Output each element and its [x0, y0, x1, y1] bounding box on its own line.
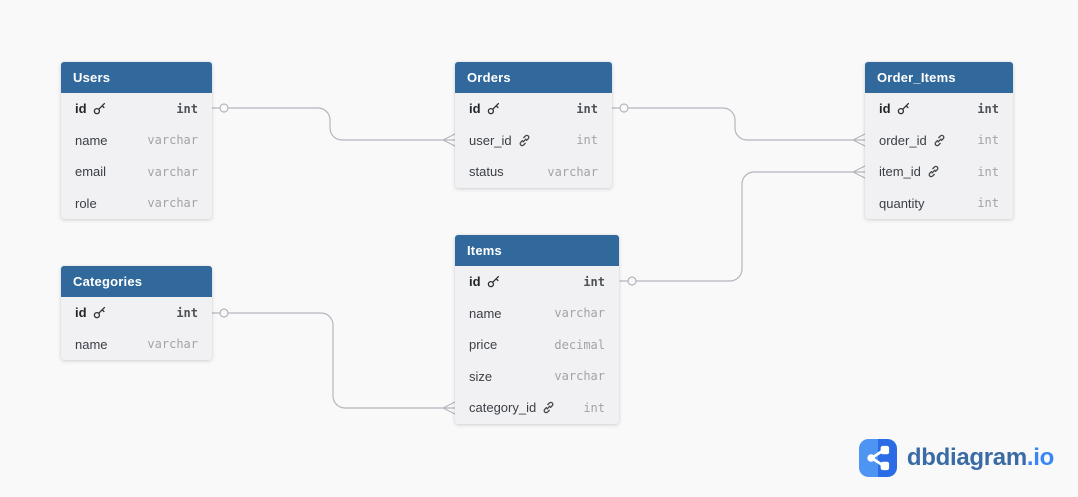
field-name: size: [469, 368, 493, 384]
link-icon: [933, 134, 946, 147]
table-body: id int user_id int status varchar: [455, 93, 612, 188]
key-icon: [93, 102, 106, 115]
table-header-users[interactable]: Users: [61, 62, 212, 93]
table-title: Order_Items: [877, 70, 956, 85]
field-name: role: [75, 195, 97, 211]
cardinality-one-marker: [627, 276, 637, 286]
field-type: varchar: [147, 164, 198, 179]
table-header-items[interactable]: Items: [455, 235, 619, 266]
field-row-users-email[interactable]: email varchar: [61, 156, 212, 188]
field-type: int: [977, 101, 999, 116]
field-type: varchar: [554, 369, 605, 384]
relationship-orders-orderitems[interactable]: [611, 103, 866, 147]
field-type: int: [583, 274, 605, 289]
table-items[interactable]: Items id int name varchar price decimal size va…: [455, 235, 619, 424]
table-categories[interactable]: Categories id int name varchar: [61, 266, 212, 360]
field-row-orders-user_id[interactable]: user_id int: [455, 125, 612, 157]
relationship-users-orders[interactable]: [211, 103, 456, 147]
field-type: varchar: [547, 164, 598, 179]
field-type: int: [977, 133, 999, 148]
field-type: int: [176, 305, 198, 320]
field-name: id: [469, 274, 500, 289]
field-type: varchar: [147, 337, 198, 352]
field-type: int: [977, 196, 999, 211]
table-users[interactable]: Users id int name varchar email varchar role va…: [61, 62, 212, 219]
dbdiagram-logo[interactable]: dbdiagram.io: [858, 439, 1054, 477]
table-title: Users: [73, 70, 111, 85]
field-name: id: [75, 101, 106, 116]
table-header-orders[interactable]: Orders: [455, 62, 612, 93]
field-row-items-name[interactable]: name varchar: [455, 298, 619, 330]
field-row-users-name[interactable]: name varchar: [61, 125, 212, 157]
field-row-order_items-quantity[interactable]: quantity int: [865, 188, 1013, 220]
field-row-order_items-id[interactable]: id int: [865, 93, 1013, 125]
field-row-users-role[interactable]: role varchar: [61, 188, 212, 220]
field-name: user_id: [469, 133, 531, 148]
field-name: name: [75, 132, 108, 148]
field-name: quantity: [879, 195, 925, 211]
field-row-items-category_id[interactable]: category_id int: [455, 392, 619, 424]
table-title: Items: [467, 243, 502, 258]
field-name: email: [75, 164, 107, 180]
field-row-items-id[interactable]: id int: [455, 266, 619, 298]
key-icon: [93, 306, 106, 319]
table-header-categories[interactable]: Categories: [61, 266, 212, 297]
table-title: Categories: [73, 274, 143, 289]
table-title: Orders: [467, 70, 511, 85]
field-type: int: [576, 101, 598, 116]
field-type: varchar: [554, 306, 605, 321]
link-icon: [927, 165, 940, 178]
field-row-users-id[interactable]: id int: [61, 93, 212, 125]
field-row-orders-id[interactable]: id int: [455, 93, 612, 125]
relationship-items-orderitems[interactable]: [619, 165, 866, 286]
field-name: item_id: [879, 164, 940, 179]
field-type: decimal: [554, 337, 605, 352]
table-body: id int name varchar email varchar role varchar: [61, 93, 212, 219]
table-body: id int name varchar price decimal size varchar c…: [455, 266, 619, 424]
table-header-order-items[interactable]: Order_Items: [865, 62, 1013, 93]
field-name: order_id: [879, 133, 946, 148]
dbdiagram-logo-icon: [858, 439, 897, 477]
field-row-order_items-order_id[interactable]: order_id int: [865, 125, 1013, 157]
field-name: id: [879, 101, 910, 116]
field-row-orders-status[interactable]: status varchar: [455, 156, 612, 188]
field-name: id: [469, 101, 500, 116]
key-icon: [897, 102, 910, 115]
field-row-categories-name[interactable]: name varchar: [61, 329, 212, 361]
field-type: varchar: [147, 133, 198, 148]
field-name: category_id: [469, 400, 555, 415]
relationship-categories-items[interactable]: [211, 308, 456, 415]
field-type: int: [977, 164, 999, 179]
field-name: name: [469, 305, 502, 321]
field-row-items-price[interactable]: price decimal: [455, 329, 619, 361]
logo-text-suffix: .io: [1026, 444, 1054, 471]
table-orders[interactable]: Orders id int user_id int status varchar: [455, 62, 612, 188]
share-icon: [867, 445, 889, 471]
key-icon: [487, 275, 500, 288]
link-icon: [542, 401, 555, 414]
field-row-categories-id[interactable]: id int: [61, 297, 212, 329]
field-type: int: [176, 101, 198, 116]
cardinality-one-marker: [219, 308, 229, 318]
cardinality-one-marker: [219, 103, 229, 113]
table-body: id int name varchar: [61, 297, 212, 360]
link-icon: [518, 134, 531, 147]
field-type: varchar: [147, 196, 198, 211]
field-type: int: [583, 400, 605, 415]
field-row-order_items-item_id[interactable]: item_id int: [865, 156, 1013, 188]
logo-text-main: dbdiagram: [906, 444, 1027, 471]
field-name: price: [469, 337, 498, 353]
field-name: name: [75, 336, 108, 352]
key-icon: [487, 102, 500, 115]
cardinality-one-marker: [619, 103, 629, 113]
field-name: status: [469, 164, 504, 180]
field-type: int: [576, 133, 598, 148]
field-name: id: [75, 305, 106, 320]
field-row-items-size[interactable]: size varchar: [455, 361, 619, 393]
dbdiagram-logo-text: dbdiagram.io: [907, 444, 1054, 472]
